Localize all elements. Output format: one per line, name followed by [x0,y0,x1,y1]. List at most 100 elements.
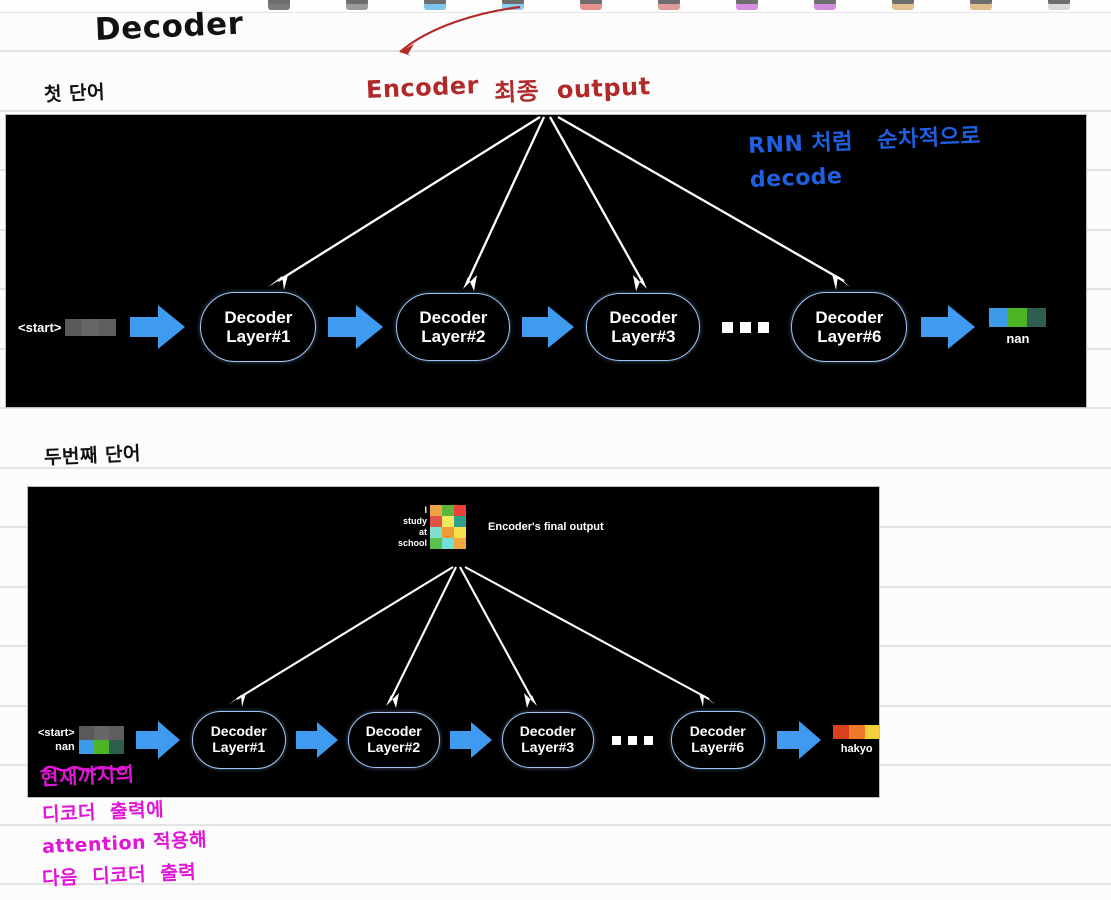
start-token-row: <start> [38,726,124,740]
encoder-row-label: study [403,516,428,526]
rule-line [0,883,1111,885]
decoder-node-line1: Decoder [519,723,576,740]
token-cell [78,726,94,740]
pen-swatch[interactable] [268,0,290,10]
decoder-layer-node[interactable]: Decoder Layer#3 [501,712,594,768]
matrix-cell [430,505,443,516]
flow-arrow-icon [776,721,821,759]
decoder-node-line2: Layer#2 [421,327,486,346]
output-token-label: nan [1006,331,1030,346]
matrix-cell [454,505,467,516]
decoder-node-line1: Decoder [224,307,293,327]
pen-swatch[interactable] [892,0,914,10]
decoder-second-word-slide: I study at [27,486,880,798]
handwritten-final-output-label: 최종 output [493,72,652,107]
token-cell [848,725,865,739]
output-token-label: hakyo [840,743,873,755]
matrix-cell [442,505,455,516]
token-cell [832,725,849,739]
flow-arrow-icon [295,722,338,758]
matrix-cell [442,516,455,527]
previous-token-row: nan [55,740,124,754]
token-cell [99,318,117,336]
decoder-node-line1: Decoder [365,723,422,740]
token-cell [1027,308,1047,327]
pen-swatch[interactable] [736,0,758,10]
matrix-cell [430,538,443,549]
decoder-input-token-group: <start> nan [38,726,124,754]
token-cell [93,740,109,754]
encoder-matrix-row: I [425,505,467,516]
pen-swatch[interactable] [1048,0,1070,10]
pen-swatch[interactable] [580,0,602,10]
output-token-group: nan [989,308,1047,346]
decoder-node-line1: Decoder [689,723,746,740]
flow-arrow-icon [522,306,575,348]
start-token-group: <start> [18,318,117,336]
encoder-matrix: I study at [398,505,467,549]
handwritten-first-word-label: 첫 단어 [43,81,106,106]
token-cell [93,726,109,740]
rule-line [0,467,1111,469]
decoder-pipeline-row: <start> Decoder Layer#1 Decoder Layer#2 [18,287,1047,367]
token-cell [1008,308,1028,327]
pen-swatch[interactable] [814,0,836,10]
start-token-cells [78,726,124,740]
token-cell [108,726,124,740]
ellipsis-indicator [722,321,770,333]
rule-line [0,110,1111,112]
pen-palette-strip[interactable] [0,0,1111,13]
token-cell [989,308,1009,327]
previous-token-label: nan [55,740,75,753]
decoder-layer-node[interactable]: Decoder Layer#6 [791,292,908,362]
encoder-matrix-row: study [403,516,467,527]
matrix-cell [454,538,467,549]
pen-swatch[interactable] [346,0,368,10]
flow-arrow-icon [921,305,976,349]
decoder-node-line2: Layer#3 [611,327,676,346]
token-cell [78,740,94,754]
decoder-layer-node[interactable]: Decoder Layer#2 [347,712,440,768]
encoder-row-cells [430,516,467,527]
handwritten-blue-note-line-2: decode [749,163,843,193]
flow-arrow-icon [135,721,180,759]
decoder-layer-node[interactable]: Decoder Layer#1 [191,711,286,769]
token-cell [65,318,83,336]
magenta-squiggle-underline [42,765,130,772]
ellipsis-indicator [611,735,653,745]
encoder-to-decoder-arrows [268,116,850,291]
decoder-layer-node[interactable]: Decoder Layer#1 [200,292,317,362]
pen-swatch[interactable] [424,0,446,10]
encoder-final-output-title: Encoder's final output [488,521,604,533]
encoder-row-label: school [398,538,428,548]
matrix-cell [430,516,443,527]
decoder-node-line2: Layer#2 [367,739,421,755]
decoder-layer-node[interactable]: Decoder Layer#2 [396,293,511,361]
token-cell [864,725,879,739]
encoder-final-output-group: I study at [398,505,604,549]
handwritten-note-line-1: 디코더 출력에 [41,798,165,826]
pen-swatch[interactable] [658,0,680,10]
decoder-node-line2: Layer#1 [212,739,266,755]
decoder-node-line2: Layer#3 [521,739,575,755]
flow-arrow-icon [449,722,492,758]
start-token-cells [65,318,117,336]
encoder-row-label: at [419,527,428,537]
pen-swatch[interactable] [502,0,524,10]
decoder-node-line1: Decoder [609,307,678,327]
handwritten-second-word-label: 두번째 단어 [43,442,142,469]
decoder-node-line1: Decoder [815,307,884,327]
encoder-row-cells [430,527,467,538]
decoder-node-line1: Decoder [419,307,488,327]
encoder-to-decoder-arrows [228,566,716,708]
token-cell [108,740,124,754]
decoder-node-line2: Layer#6 [817,327,882,346]
matrix-cell [442,527,455,538]
output-token-cells [989,308,1047,327]
pen-swatch[interactable] [970,0,992,10]
flow-arrow-icon [328,305,384,349]
decoder-node-line2: Layer#6 [691,739,745,755]
decoder-layer-node[interactable]: Decoder Layer#3 [586,293,701,361]
decoder-layer-node[interactable]: Decoder Layer#6 [670,711,765,769]
handwritten-encoder-label: Encoder [365,71,480,104]
